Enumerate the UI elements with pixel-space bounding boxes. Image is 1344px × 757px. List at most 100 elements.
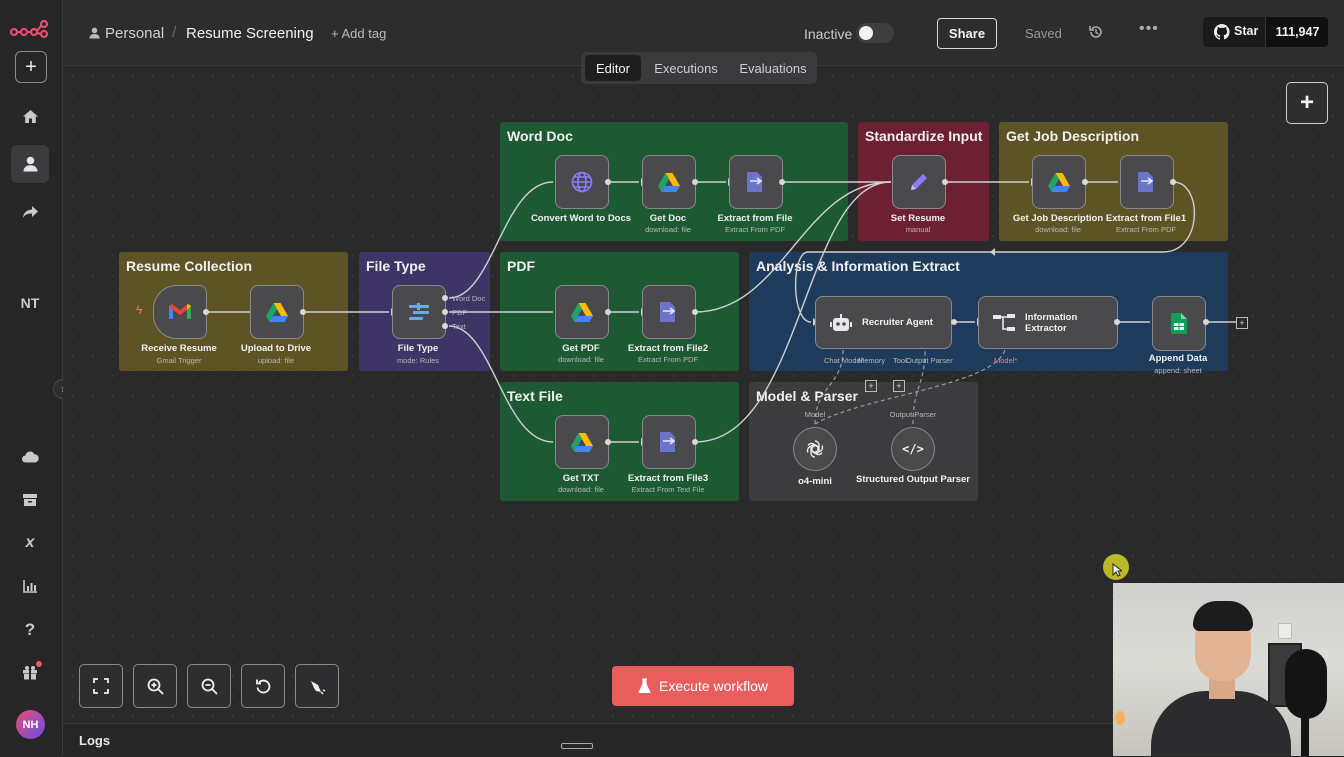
share-button[interactable]: Share bbox=[937, 18, 997, 49]
extract-from-file3-node[interactable] bbox=[642, 415, 696, 469]
shared-button[interactable] bbox=[11, 193, 49, 231]
zoom-out-button[interactable] bbox=[187, 664, 231, 708]
zoom-out-icon bbox=[201, 678, 218, 695]
output-port-text[interactable] bbox=[442, 323, 448, 329]
add-chat-model-port[interactable]: + bbox=[865, 380, 877, 392]
output-port-word-doc[interactable] bbox=[442, 295, 448, 301]
information-extractor-node[interactable]: Information Extractor bbox=[978, 296, 1118, 349]
output-port[interactable] bbox=[605, 179, 611, 185]
node-subtitle: Gmail Trigger bbox=[156, 356, 202, 365]
add-node-button[interactable]: + bbox=[1286, 82, 1328, 124]
node-subtitle: download: file bbox=[558, 485, 604, 494]
recruiter-agent-node[interactable]: Recruiter Agent bbox=[815, 296, 952, 349]
output-port[interactable] bbox=[951, 319, 957, 325]
output-port[interactable] bbox=[779, 179, 785, 185]
output-port[interactable] bbox=[1170, 179, 1176, 185]
cloud-button[interactable] bbox=[11, 438, 49, 476]
receive-resume-node[interactable] bbox=[153, 285, 207, 339]
notification-dot bbox=[36, 661, 42, 667]
execute-workflow-button[interactable]: Execute workflow bbox=[612, 666, 794, 706]
zoom-to-fit-button[interactable] bbox=[79, 664, 123, 708]
add-next-node-port[interactable]: + bbox=[1236, 317, 1248, 329]
add-tag-button[interactable]: + Add tag bbox=[331, 26, 387, 41]
variables-icon: x bbox=[25, 534, 35, 551]
port-label-chat-model: Chat Model bbox=[824, 356, 863, 365]
get-txt-node[interactable] bbox=[555, 415, 609, 469]
get-pdf-node[interactable] bbox=[555, 285, 609, 339]
node-label: Structured Output Parser bbox=[855, 474, 971, 485]
avatar[interactable]: NH bbox=[16, 710, 45, 739]
output-port[interactable] bbox=[300, 309, 306, 315]
whats-new-button[interactable] bbox=[11, 653, 49, 691]
subconnection-parser-agent bbox=[912, 349, 926, 425]
resize-handle[interactable] bbox=[561, 743, 593, 749]
more-options-icon[interactable]: ••• bbox=[1139, 20, 1159, 37]
output-port[interactable] bbox=[605, 439, 611, 445]
convert-word-to-docs-node[interactable] bbox=[555, 155, 609, 209]
tidy-up-button[interactable] bbox=[295, 664, 339, 708]
output-port[interactable] bbox=[1203, 319, 1209, 325]
cursor-icon bbox=[1112, 563, 1122, 577]
wall-outlet bbox=[1278, 623, 1292, 639]
extract-from-file2-node[interactable] bbox=[642, 285, 696, 339]
mic-arm bbox=[1301, 713, 1309, 756]
home-button[interactable] bbox=[11, 97, 49, 135]
node-label: Convert Word to Docs bbox=[530, 213, 632, 224]
group-model-parser[interactable]: Model & Parser bbox=[749, 382, 978, 501]
workflow-name[interactable]: Resume Screening bbox=[186, 25, 314, 42]
add-button[interactable]: + bbox=[15, 51, 47, 83]
o4-mini-node[interactable] bbox=[793, 427, 837, 471]
port-label-output-parser: Output Parser bbox=[906, 356, 953, 365]
output-port-pdf[interactable] bbox=[442, 309, 448, 315]
n8n-logo-icon[interactable] bbox=[9, 19, 51, 39]
connection-worddoc bbox=[448, 181, 554, 299]
output-port[interactable] bbox=[605, 309, 611, 315]
group-title: Analysis & Information Extract bbox=[756, 258, 960, 274]
variables-button[interactable]: x bbox=[11, 524, 49, 562]
group-title: Standardize Input bbox=[865, 128, 983, 144]
help-button[interactable]: ? bbox=[11, 611, 49, 649]
output-port[interactable] bbox=[692, 179, 698, 185]
project-nt[interactable]: NT bbox=[20, 295, 40, 311]
output-port[interactable] bbox=[942, 179, 948, 185]
tab-editor[interactable]: Editor bbox=[585, 55, 641, 81]
extract-from-file-node[interactable] bbox=[729, 155, 783, 209]
append-data-node[interactable] bbox=[1152, 296, 1206, 351]
node-label: Information Extractor bbox=[1025, 311, 1078, 334]
active-toggle[interactable] bbox=[856, 23, 894, 43]
node-label: Upload to Drive bbox=[240, 343, 312, 354]
saved-label: Saved bbox=[1025, 26, 1062, 41]
google-drive-icon bbox=[571, 432, 593, 452]
node-label: Get PDF bbox=[562, 343, 600, 354]
set-resume-node[interactable] bbox=[892, 155, 946, 209]
personal-button[interactable] bbox=[11, 145, 49, 183]
get-job-description-node[interactable] bbox=[1032, 155, 1086, 209]
structured-output-parser-node[interactable]: </> bbox=[891, 427, 935, 471]
group-title: Model & Parser bbox=[756, 388, 858, 404]
file-type-switch-node[interactable] bbox=[392, 285, 446, 339]
zoom-in-button[interactable] bbox=[133, 664, 177, 708]
group-title: Resume Collection bbox=[126, 258, 253, 274]
get-doc-node[interactable] bbox=[642, 155, 696, 209]
subconnection-model-extractor bbox=[814, 349, 1006, 425]
github-star-button[interactable]: Star 111,947 bbox=[1203, 17, 1328, 47]
tab-executions[interactable]: Executions bbox=[654, 60, 718, 76]
tab-evaluations[interactable]: Evaluations bbox=[739, 60, 807, 76]
extract-from-file1-node[interactable] bbox=[1120, 155, 1174, 209]
output-port[interactable] bbox=[1114, 319, 1120, 325]
upload-to-drive-node[interactable] bbox=[250, 285, 304, 339]
output-port[interactable] bbox=[203, 309, 209, 315]
reset-zoom-button[interactable] bbox=[241, 664, 285, 708]
output-port[interactable] bbox=[1082, 179, 1088, 185]
person-hair bbox=[1193, 601, 1253, 631]
history-icon[interactable] bbox=[1088, 24, 1104, 40]
insights-button[interactable] bbox=[11, 567, 49, 605]
templates-button[interactable] bbox=[11, 481, 49, 519]
output-port[interactable] bbox=[692, 309, 698, 315]
switch-icon bbox=[409, 303, 429, 320]
breadcrumb-project[interactable]: Personal bbox=[105, 25, 165, 42]
add-tool-port[interactable]: + bbox=[893, 380, 905, 392]
globe-icon bbox=[571, 171, 593, 193]
output-port[interactable] bbox=[692, 439, 698, 445]
node-subtitle: mode: Rules bbox=[396, 356, 440, 365]
